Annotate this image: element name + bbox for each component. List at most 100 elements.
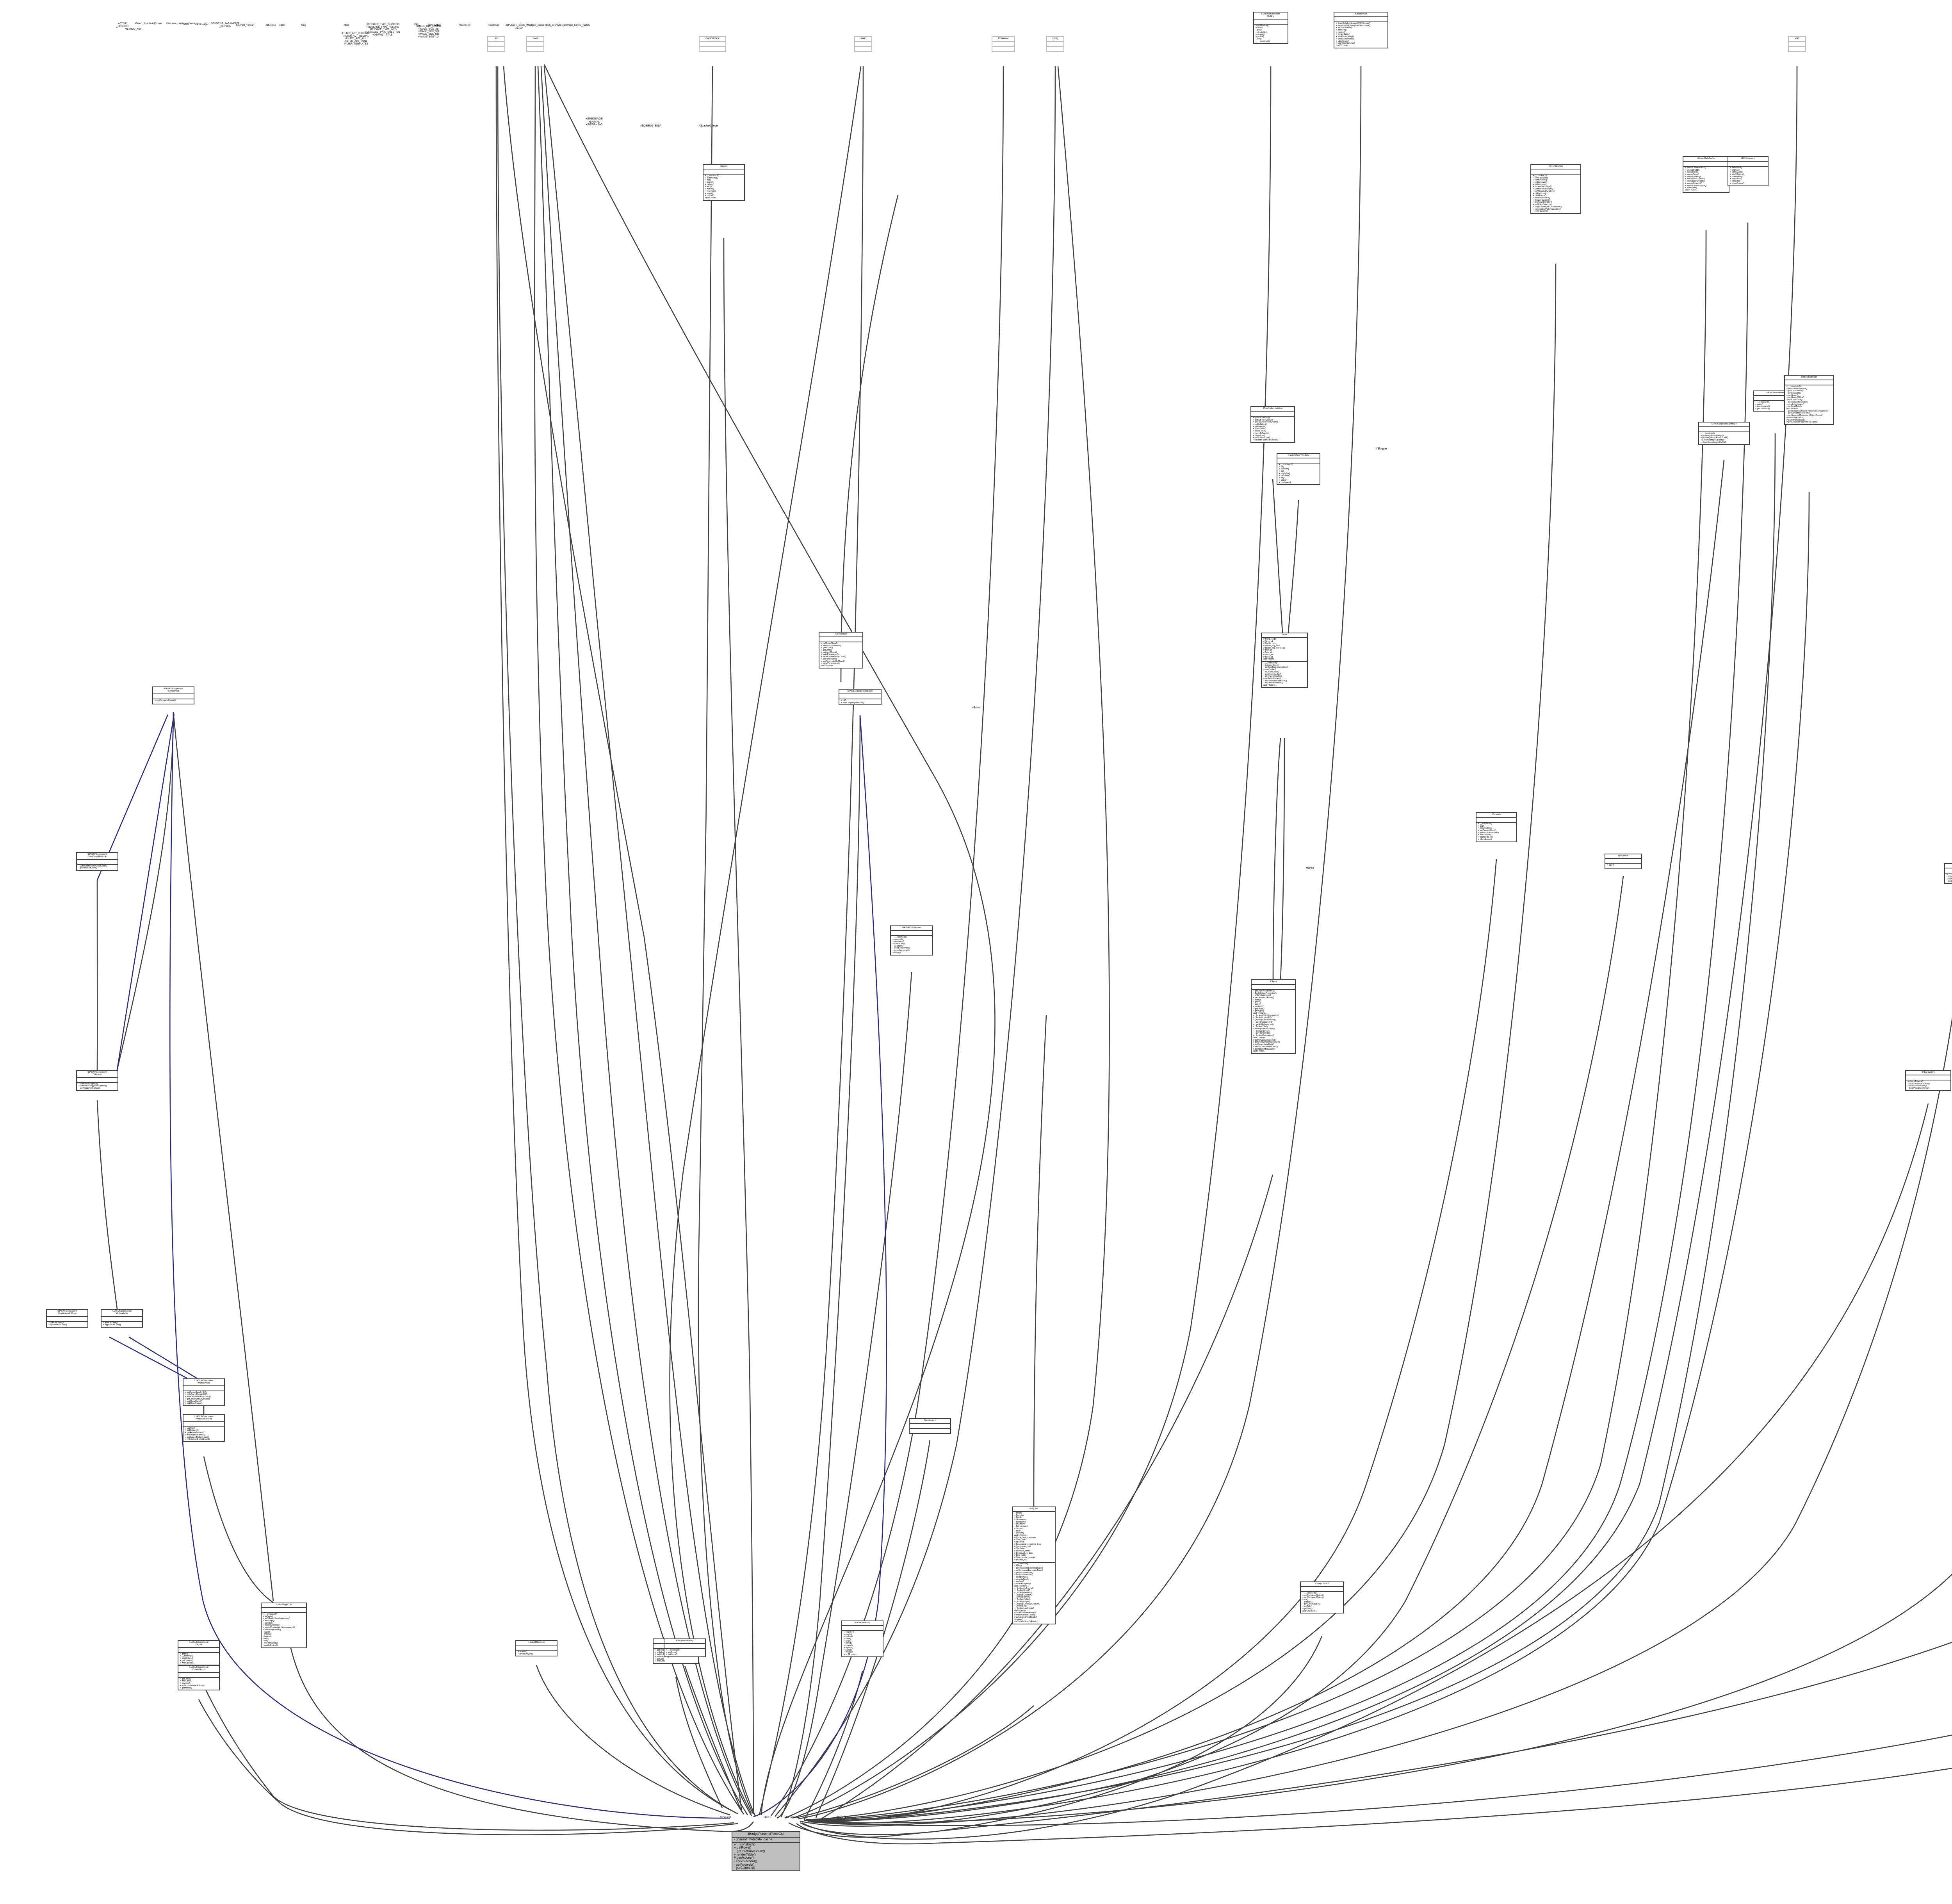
class-node[interactable]: ILIAS\UI\Component \Button\Button+ getLa… [178, 1665, 220, 1691]
class-node-title: ILIAS\Refinery\Factory [1277, 454, 1320, 458]
class-node-methods: + getId() + __toString() + addOption() +… [180, 1653, 194, 1664]
class-node-title: ILIAS\UI\Component \Button\Button [178, 1666, 219, 1673]
edge-label: #$format [152, 22, 162, 25]
class-node[interactable]: ILIAS\Badge\Tile+ __construct() + inDeck… [261, 1603, 307, 1648]
class-node-title: void [1789, 37, 1805, 42]
class-node[interactable]: ilCtrlInterface+ callBaseClass() + forwa… [819, 632, 863, 669]
class-node-title: ILIAS\UI\Component \Component [153, 687, 194, 694]
class-node-attributes [700, 42, 725, 47]
class-node-attributes [1476, 818, 1516, 823]
class-node-attributes [1254, 20, 1288, 25]
class-node[interactable]: ilObjectDefinition+ __construct() + read… [1784, 375, 1834, 425]
class-node[interactable]: string [1046, 36, 1064, 52]
class-node[interactable]: ILIAS\Administration \Setting+ getModule… [1253, 12, 1288, 44]
class-node[interactable]: ILIAS\Refinery\Factory+ __construct() + … [1277, 453, 1320, 485]
class-node-title: Container [992, 37, 1014, 42]
class-node-title: RunInterface [700, 37, 725, 42]
edge-label: #$cached_level [699, 124, 718, 127]
class-node-methods: + txt() + loadLanguageModule() [841, 699, 865, 704]
class-node-methods: + getModule() + read() + get() + deleteA… [1256, 24, 1270, 43]
class-node-attributes [664, 1644, 705, 1649]
edge-label: #$obj_definition [545, 24, 562, 27]
class-node[interactable]: ILIAS\UI\Component \Component+ getCanoni… [152, 686, 194, 704]
class-node[interactable]: ilObjectDataCacheDB+ __construct() + del… [1944, 863, 1952, 884]
class-node[interactable]: ILIAS\UI\Renderer+ render() + renderAsyn… [515, 1640, 557, 1657]
root-class-node[interactable]: ilBadgePersonalTableGUI- $parent_metadat… [732, 1831, 800, 1872]
class-node-title: ilLogger [704, 165, 744, 169]
class-node-methods: + render() + renderAsync() [518, 1650, 533, 1655]
edge-label: +$MESSAGE +$FATAL +$WARNING [586, 117, 603, 127]
class-node-title: int [488, 37, 504, 42]
edge-label: #$db [279, 24, 285, 27]
class-node[interactable]: ilTreeImplementation+ getSubTreeIds() + … [1250, 406, 1295, 443]
class-node-title: ilDBStatement [1728, 157, 1768, 162]
class-node-attributes [704, 169, 744, 175]
edge-label: -$factory [835, 1815, 846, 1819]
class-node-attributes [910, 1424, 950, 1429]
class-node[interactable]: ILIAS\HTTP\Services+ __construct() + req… [890, 925, 933, 956]
edge-label: ACTIVE _SESSION [116, 22, 128, 28]
class-node-attributes [1785, 380, 1833, 385]
class-node[interactable]: int [487, 36, 505, 52]
class-node-attributes [516, 1645, 557, 1651]
class-node-methods: + __construct() + raise() + initListener… [1755, 401, 1770, 410]
class-node[interactable]: ilObjectListGUI + __construct() + setCont… [1300, 1581, 1344, 1614]
edge-label: SENSITIVE_PARAMETER _SESSION [211, 22, 240, 28]
class-node-attributes [1754, 396, 1797, 401]
class-node[interactable]: ILIAS\UI\Component \Triggerer+ withReset… [76, 1070, 118, 1091]
class-node[interactable]: bool [526, 36, 544, 52]
class-node[interactable]: ILIAS\UI\Factory+ counter() + glyph() + … [841, 1621, 883, 1657]
class-node[interactable]: ilDBStatement+ fetchRow() + fetchAll() +… [1728, 156, 1769, 186]
edge-label: #$PLUGIN_BASE_PATH [506, 24, 533, 27]
edge-label: +$ilias [972, 706, 980, 709]
class-node[interactable]: ilTemplate+ __construct() + get() + setV… [1476, 812, 1517, 842]
class-node-methods: + __construct() + get() + setVariable() … [1478, 822, 1499, 841]
class-node-title: ilObjectListGUI [1301, 1582, 1343, 1587]
class-node-attributes [1252, 985, 1295, 990]
class-node-methods [910, 1429, 950, 1433]
class-node[interactable]: void [1788, 36, 1806, 52]
class-node[interactable]: RunInterface [699, 36, 726, 52]
class-node-title: bool [527, 37, 543, 42]
class-node-methods: + __construct() + setContainerObject() +… [1302, 1592, 1324, 1612]
class-node[interactable]: DataFactory [909, 1418, 951, 1434]
class-node[interactable]: ilObjUser+ $login + $gender + $utitle + … [1012, 1506, 1056, 1625]
class-node[interactable]: ILIAS\Badge\ilBadgeImage+ __construct() … [1698, 422, 1750, 445]
edge-label: #$logger [1376, 447, 1387, 450]
edge-label: #$db [183, 23, 189, 26]
class-node[interactable]: ILIAS\Language\Language + txt() + loadLan… [839, 689, 882, 706]
class-node-title: ilTree [1262, 633, 1307, 638]
class-node[interactable]: ilRbacSystem+ checkAccess() + checkAcces… [1905, 1070, 1951, 1091]
class-node-title: ILIAS\UI\Component \JavaScriptBindable [77, 853, 118, 860]
class-node[interactable]: ilNavigationHistory+ __construct() + add… [664, 1638, 706, 1657]
class-node-attributes [527, 42, 543, 47]
class-node[interactable]: ilErrorHandling+ __construct() + errorHa… [1530, 164, 1581, 214]
class-node-title: ILIAS\Language\Language [839, 690, 881, 694]
class-node[interactable]: ilUIService+ filter() [1605, 854, 1642, 869]
class-node[interactable]: ilObjectDataCache+ deleteCachedEntry() +… [1683, 156, 1729, 193]
class-node[interactable]: Container [992, 36, 1015, 52]
class-node-title: static [855, 37, 871, 42]
class-node[interactable]: ilTree# $lang_code # $tree_pk # $table_t… [1261, 633, 1308, 688]
class-node-title: ILIAS\UI\Component \OnLoadable [102, 1310, 142, 1317]
edge-label: #$tree [1306, 866, 1314, 870]
class-node[interactable]: ILIAS\UI\Component \Modal\RoundTrip+ get… [183, 1414, 225, 1442]
class-node[interactable]: ILIAS\UI\Component \Signal+ getId() + __… [178, 1640, 220, 1666]
class-node-title: ILIAS\HTTP\Services [891, 926, 932, 931]
class-node[interactable]: ILIAS\UI\Component \OnLoadable+ withOnLo… [101, 1309, 143, 1328]
class-node-attributes [1699, 427, 1749, 432]
class-node[interactable]: ilLogger+ __construct() + isHandling() +… [703, 164, 745, 201]
class-node[interactable]: ILIAS\UI\Component \Modal\Modal+ getAsyn… [183, 1378, 225, 1406]
edge-label: #$message [195, 23, 208, 26]
class-node[interactable]: ilObject+ getObjectProperties() + flushO… [1251, 979, 1296, 1054]
class-node-title: ILIAS\UI\Factory [842, 1621, 883, 1626]
class-node-title: DataFactory [910, 1419, 950, 1424]
class-node[interactable]: ilDBInterface+ doesCollationSupportMB4St… [1334, 12, 1388, 48]
class-node[interactable]: ILIAS\UI\Component \Modal\HasOnClose+ wi… [46, 1309, 88, 1328]
edge-label: -$request [719, 1815, 731, 1819]
class-node-methods: + __construct() + inDeck() + asTitleWith… [263, 1613, 295, 1647]
class-node[interactable]: ILIAS\UI\Component \JavaScriptBindable+ … [76, 852, 118, 871]
class-node-title: string [1047, 37, 1063, 42]
class-node[interactable]: static [854, 36, 872, 52]
class-node-methods: + __construct() + errorHandler() + handl… [1533, 174, 1562, 213]
